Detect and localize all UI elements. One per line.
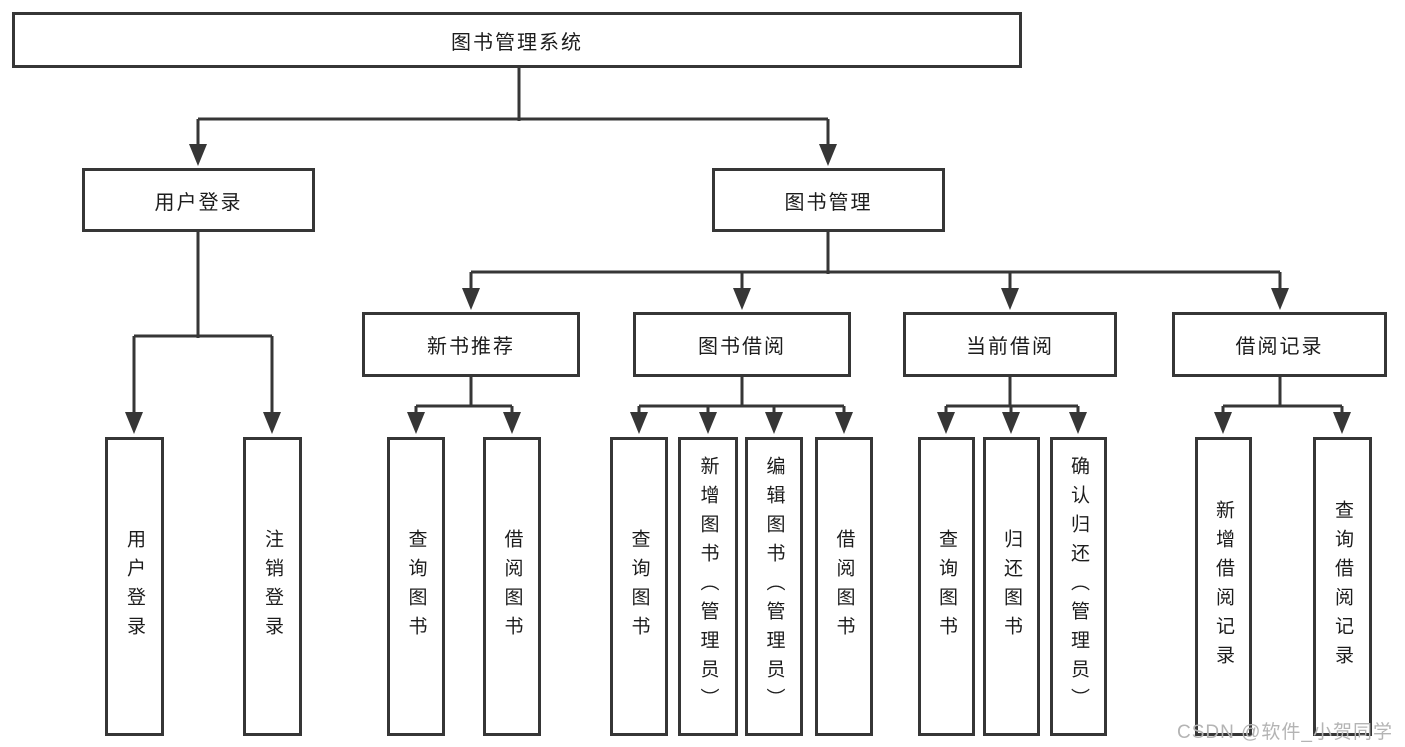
arrowhead-icon [819, 144, 837, 166]
arrowhead-icon [1271, 288, 1289, 310]
node-borrow-records: 借阅记录 [1172, 312, 1387, 377]
node-label: 查询图书 [936, 528, 957, 645]
node-label: 新增借阅记录 [1213, 499, 1234, 674]
node-book-management: 图书管理 [712, 168, 945, 232]
arrowhead-icon [1002, 412, 1020, 434]
connector-bookmgmt-to-level3 [469, 232, 1282, 289]
node-label: 图书管理系统 [451, 31, 583, 54]
connector-newbook-to-leaves [414, 377, 514, 413]
arrowhead-icon [1069, 412, 1087, 434]
node-label: 注销登录 [262, 528, 283, 645]
leaf-current-return-books: 归还图书 [983, 437, 1040, 736]
connector-currentborrow-to-leaves [944, 377, 1080, 413]
node-label: 图书借阅 [698, 336, 786, 358]
node-label: 确认归还（管理员） [1068, 456, 1089, 717]
node-label: 查询图书 [405, 528, 427, 645]
arrowhead-icon [125, 412, 143, 434]
node-current-borrow: 当前借阅 [903, 312, 1117, 377]
node-book-borrow: 图书借阅 [633, 312, 851, 377]
arrowhead-icon [937, 412, 955, 434]
node-label: 新书推荐 [427, 336, 515, 358]
arrowheads [125, 144, 1351, 434]
node-user-login: 用户登录 [82, 168, 315, 232]
node-label: 新增图书（管理员） [697, 456, 719, 717]
node-label: 查询借阅记录 [1332, 499, 1353, 674]
connector-bookborrow-to-leaves [637, 377, 846, 413]
connector-root-to-level2 [196, 68, 830, 145]
node-label: 归还图书 [1001, 528, 1022, 645]
leaf-borrow-edit-books-admin: 编辑图书（管理员） [745, 437, 803, 736]
leaf-borrow-add-books-admin: 新增图书（管理员） [678, 437, 738, 736]
leaf-newbook-borrow-books: 借阅图书 [483, 437, 541, 736]
arrowhead-icon [503, 412, 521, 434]
node-label: 当前借阅 [966, 336, 1054, 358]
leaf-current-query-books: 查询图书 [918, 437, 975, 736]
node-label: 编辑图书（管理员） [763, 456, 785, 717]
node-label: 借阅记录 [1235, 336, 1324, 358]
arrowhead-icon [1001, 288, 1019, 310]
connector-records-to-leaves [1221, 377, 1344, 413]
arrowhead-icon [407, 412, 425, 434]
node-label: 借阅图书 [833, 528, 855, 645]
watermark: CSDN @软件_小贺同学 [1177, 722, 1393, 743]
connector-userlogin-to-leaves [132, 232, 274, 413]
leaf-borrow-query-books: 查询图书 [610, 437, 668, 736]
node-label: 用户登录 [124, 528, 145, 645]
leaf-records-add-record: 新增借阅记录 [1195, 437, 1252, 736]
arrowhead-icon [1333, 412, 1351, 434]
arrowhead-icon [263, 412, 281, 434]
arrowhead-icon [189, 144, 207, 166]
arrowhead-icon [765, 412, 783, 434]
node-label: 借阅图书 [501, 528, 523, 645]
arrowhead-icon [699, 412, 717, 434]
leaf-user-login: 用户登录 [105, 437, 164, 736]
leaf-newbook-query-books: 查询图书 [387, 437, 445, 736]
node-library-management-system: 图书管理系统 [12, 12, 1022, 68]
arrowhead-icon [835, 412, 853, 434]
node-label: 用户登录 [154, 191, 243, 214]
arrowhead-icon [1214, 412, 1232, 434]
node-label: 图书管理 [784, 191, 873, 214]
arrowhead-icon [630, 412, 648, 434]
leaf-logout: 注销登录 [243, 437, 302, 736]
node-new-book-recommend: 新书推荐 [362, 312, 580, 377]
arrowhead-icon [733, 288, 751, 310]
arrowhead-icon [462, 288, 480, 310]
leaf-borrow-borrow-books: 借阅图书 [815, 437, 873, 736]
leaf-records-query-record: 查询借阅记录 [1313, 437, 1372, 736]
leaf-current-confirm-return-admin: 确认归还（管理员） [1050, 437, 1107, 736]
node-label: 查询图书 [628, 528, 650, 645]
